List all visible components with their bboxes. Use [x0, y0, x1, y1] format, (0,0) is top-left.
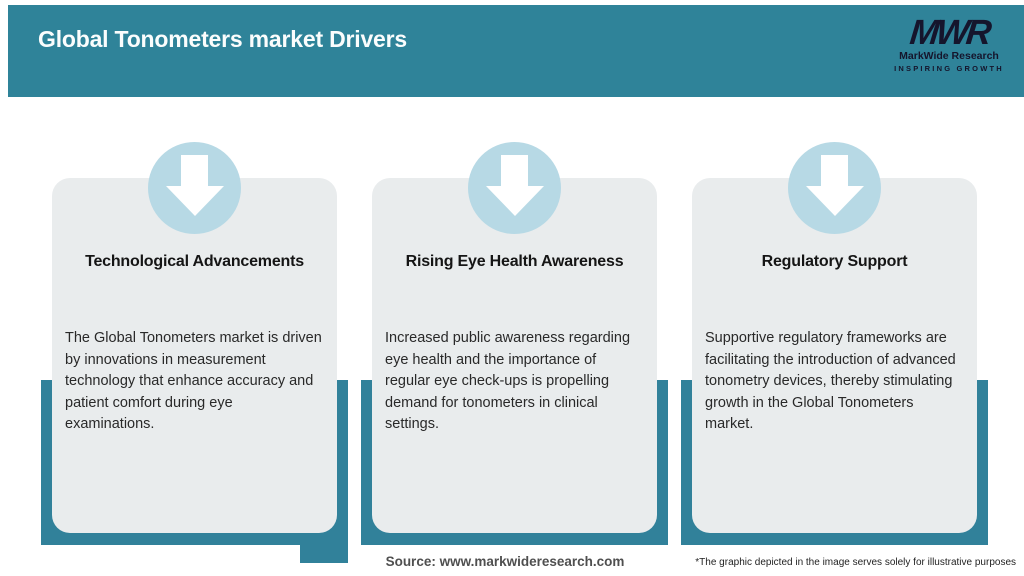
page-title: Global Tonometers market Drivers — [38, 26, 407, 52]
disclaimer-text: *The graphic depicted in the image serve… — [695, 557, 1016, 568]
driver-card: Rising Eye Health Awareness Increased pu… — [372, 178, 657, 533]
logo-company-name: MarkWide Research — [899, 50, 999, 62]
driver-title: Rising Eye Health Awareness — [405, 253, 624, 270]
driver-column-1: Technological Advancements The Global To… — [41, 0, 348, 576]
driver-card: Regulatory Support Supportive regulatory… — [692, 178, 977, 533]
driver-description: Increased public awareness regarding eye… — [385, 330, 631, 432]
logo-tagline: INSPIRING GROWTH — [894, 64, 1004, 73]
driver-card: Technological Advancements The Global To… — [52, 178, 337, 533]
source-text: Source: www.markwideresearch.com — [385, 554, 625, 569]
brand-logo: MWR MarkWide Research INSPIRING GROWTH — [884, 13, 1014, 74]
teal-backdrop-tab — [300, 543, 348, 563]
header-bar: Global Tonometers market Drivers MWR Mar… — [8, 5, 1024, 97]
driver-column-3: Regulatory Support Supportive regulatory… — [681, 0, 988, 576]
driver-title: Technological Advancements — [85, 253, 304, 270]
driver-title: Regulatory Support — [761, 253, 908, 270]
driver-description: Supportive regulatory frameworks are fac… — [705, 330, 956, 432]
driver-description: The Global Tonometers market is driven b… — [65, 330, 322, 432]
down-arrow-icon — [788, 142, 881, 234]
down-arrow-icon — [148, 142, 241, 234]
down-arrow-icon — [468, 142, 561, 234]
driver-column-2: Rising Eye Health Awareness Increased pu… — [361, 0, 668, 576]
